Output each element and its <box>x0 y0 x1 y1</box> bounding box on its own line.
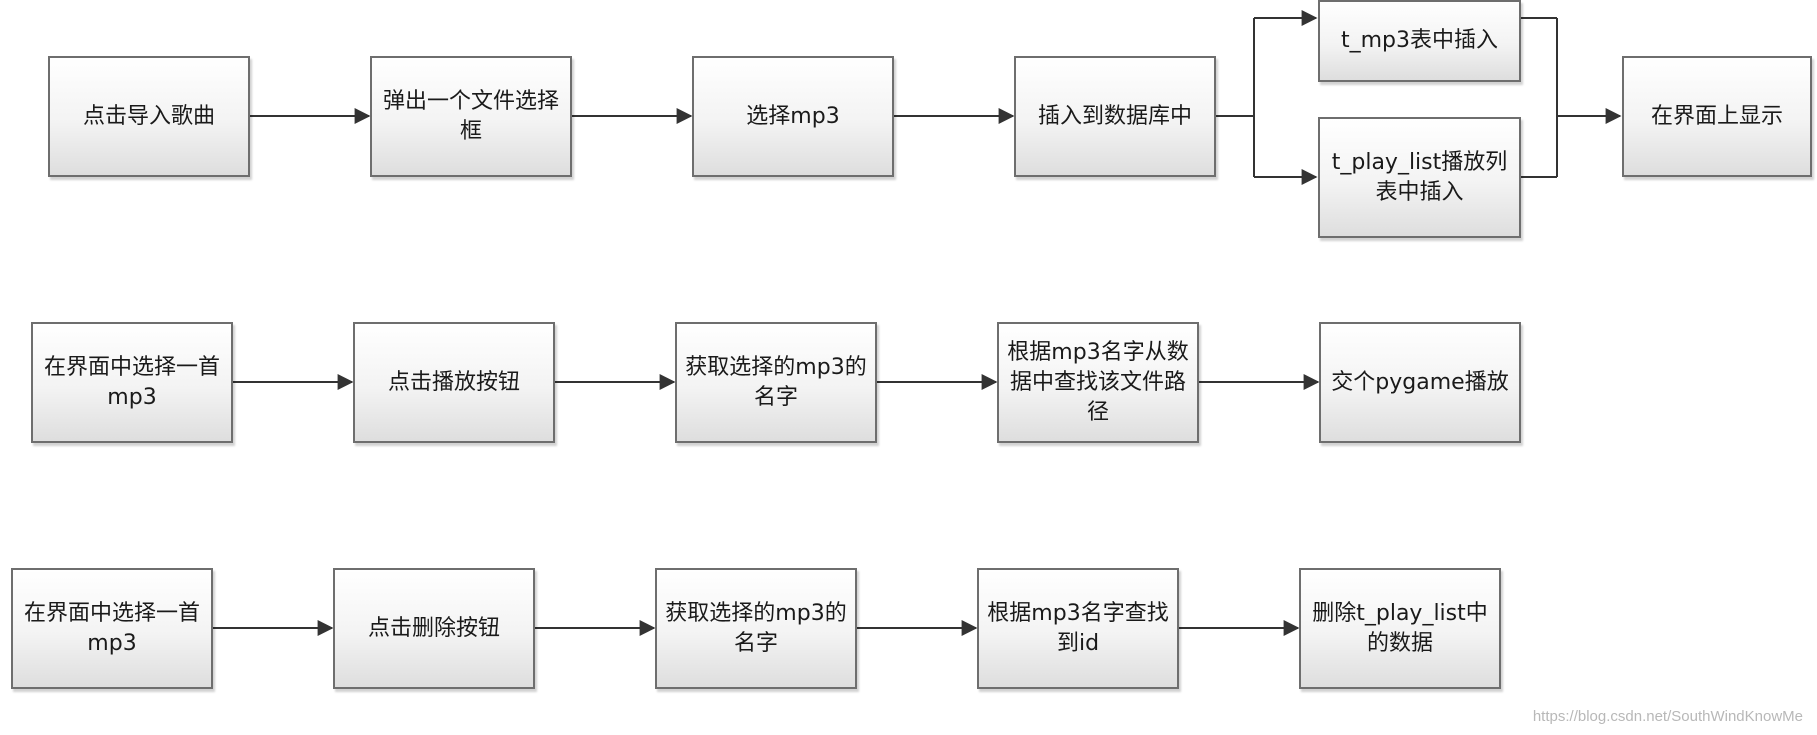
node-show-ui: 在界面上显示 <box>1622 56 1812 177</box>
node-label: 点击播放按钮 <box>387 369 520 395</box>
node-r2-click-play: 点击播放按钮 <box>353 322 555 443</box>
node-r3-get-name: 获取选择的mp3的名字 <box>655 568 857 689</box>
node-r3-delete-data: 删除t_play_list中的数据 <box>1299 568 1501 689</box>
node-label: t_play_list播放列表中插入 <box>1331 149 1508 205</box>
node-label: 在界面上显示 <box>1650 103 1783 129</box>
node-label: 在界面中选择一首mp3 <box>43 354 220 410</box>
node-label: 点击导入歌曲 <box>82 103 215 129</box>
node-label: 选择mp3 <box>746 103 840 129</box>
node-insert-t-mp3: t_mp3表中插入 <box>1318 0 1521 82</box>
node-label: 删除t_play_list中的数据 <box>1312 600 1488 656</box>
node-insert-db: 插入到数据库中 <box>1014 56 1216 177</box>
node-label: t_mp3表中插入 <box>1340 28 1499 53</box>
node-label: 根据mp3名字从数据中查找该文件路径 <box>1007 339 1189 425</box>
node-r2-get-name: 获取选择的mp3的名字 <box>675 322 877 443</box>
watermark: https://blog.csdn.net/SouthWindKnowMe <box>1532 708 1803 725</box>
node-import-song: 点击导入歌曲 <box>48 56 250 177</box>
node-label: 交个pygame播放 <box>1331 369 1509 395</box>
node-insert-play-list: t_play_list播放列表中插入 <box>1318 117 1521 238</box>
node-label: 根据mp3名字查找到id <box>987 600 1169 656</box>
node-label: 获取选择的mp3的名字 <box>665 600 847 656</box>
node-r3-click-delete: 点击删除按钮 <box>333 568 535 689</box>
node-label: 插入到数据库中 <box>1037 103 1192 129</box>
node-label: 获取选择的mp3的名字 <box>685 354 867 410</box>
node-file-dialog: 弹出一个文件选择框 <box>370 56 572 177</box>
node-select-mp3: 选择mp3 <box>692 56 894 177</box>
node-label: 弹出一个文件选择框 <box>382 88 559 144</box>
node-label: 点击删除按钮 <box>367 615 500 641</box>
node-r2-pygame-play: 交个pygame播放 <box>1319 322 1521 443</box>
node-r3-find-id: 根据mp3名字查找到id <box>977 568 1179 689</box>
node-label: 在界面中选择一首mp3 <box>23 600 200 656</box>
node-r2-select-in-ui: 在界面中选择一首mp3 <box>31 322 233 443</box>
node-r3-select-in-ui: 在界面中选择一首mp3 <box>11 568 213 689</box>
node-r2-find-path: 根据mp3名字从数据中查找该文件路径 <box>997 322 1199 443</box>
